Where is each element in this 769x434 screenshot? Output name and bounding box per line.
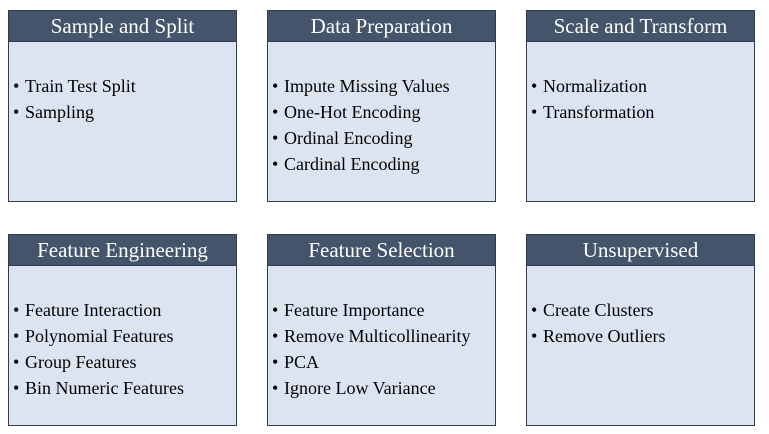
bullet-icon: • bbox=[531, 76, 538, 96]
list-item-label: Feature Interaction bbox=[25, 300, 162, 320]
bullet-icon: • bbox=[272, 128, 279, 148]
card-title: Feature Engineering bbox=[9, 235, 236, 266]
card-title: Feature Selection bbox=[268, 235, 495, 266]
list-item: •Cardinal Encoding bbox=[272, 151, 495, 177]
list-item: •Ignore Low Variance bbox=[272, 375, 495, 401]
list-item: •Feature Importance bbox=[272, 297, 495, 323]
bullet-icon: • bbox=[272, 300, 279, 320]
bullet-icon: • bbox=[272, 102, 279, 122]
list-item: •Feature Interaction bbox=[13, 297, 236, 323]
list-item: •One-Hot Encoding bbox=[272, 99, 495, 125]
list-item: •Train Test Split bbox=[13, 73, 236, 99]
list-item: •Group Features bbox=[13, 349, 236, 375]
bullet-icon: • bbox=[13, 378, 20, 398]
list-item: •Remove Multicollinearity bbox=[272, 323, 495, 349]
list-item: •Remove Outliers bbox=[531, 323, 754, 349]
list-item-label: Ordinal Encoding bbox=[284, 128, 413, 148]
list-item-label: Remove Multicollinearity bbox=[284, 326, 471, 346]
bullet-icon: • bbox=[531, 300, 538, 320]
list-item-label: One-Hot Encoding bbox=[284, 102, 421, 122]
list-item: •Impute Missing Values bbox=[272, 73, 495, 99]
list-item: •Transformation bbox=[531, 99, 754, 125]
bullet-icon: • bbox=[13, 326, 20, 346]
list-item-label: Impute Missing Values bbox=[284, 76, 450, 96]
list-item: •Bin Numeric Features bbox=[13, 375, 236, 401]
bullet-icon: • bbox=[531, 326, 538, 346]
bullet-icon: • bbox=[13, 102, 20, 122]
list-item-label: Train Test Split bbox=[25, 76, 136, 96]
list-item: •PCA bbox=[272, 349, 495, 375]
card-data-preparation: Data Preparation •Impute Missing Values … bbox=[267, 10, 496, 202]
list-item-label: Remove Outliers bbox=[543, 326, 666, 346]
list-item-label: PCA bbox=[284, 352, 320, 372]
card-sample-and-split: Sample and Split •Train Test Split •Samp… bbox=[8, 10, 237, 202]
card-item-list: •Create Clusters •Remove Outliers bbox=[527, 266, 754, 349]
list-item-label: Ignore Low Variance bbox=[284, 378, 436, 398]
list-item: •Sampling bbox=[13, 99, 236, 125]
bullet-icon: • bbox=[13, 352, 20, 372]
card-item-list: •Impute Missing Values •One-Hot Encoding… bbox=[268, 42, 495, 177]
bullet-icon: • bbox=[13, 300, 20, 320]
card-title: Unsupervised bbox=[527, 235, 754, 266]
list-item: •Create Clusters bbox=[531, 297, 754, 323]
list-item-label: Normalization bbox=[543, 76, 647, 96]
list-item-label: Create Clusters bbox=[543, 300, 654, 320]
list-item-label: Bin Numeric Features bbox=[25, 378, 184, 398]
bullet-icon: • bbox=[272, 76, 279, 96]
card-title: Data Preparation bbox=[268, 11, 495, 42]
card-title: Scale and Transform bbox=[527, 11, 754, 42]
bullet-icon: • bbox=[272, 326, 279, 346]
card-title: Sample and Split bbox=[9, 11, 236, 42]
list-item-label: Feature Importance bbox=[284, 300, 425, 320]
card-scale-and-transform: Scale and Transform •Normalization •Tran… bbox=[526, 10, 755, 202]
list-item-label: Polynomial Features bbox=[25, 326, 174, 346]
card-feature-engineering: Feature Engineering •Feature Interaction… bbox=[8, 234, 237, 426]
card-feature-selection: Feature Selection •Feature Importance •R… bbox=[267, 234, 496, 426]
card-unsupervised: Unsupervised •Create Clusters •Remove Ou… bbox=[526, 234, 755, 426]
list-item-label: Sampling bbox=[25, 102, 95, 122]
list-item: •Ordinal Encoding bbox=[272, 125, 495, 151]
bullet-icon: • bbox=[272, 154, 279, 174]
list-item-label: Cardinal Encoding bbox=[284, 154, 420, 174]
card-item-list: •Normalization •Transformation bbox=[527, 42, 754, 125]
list-item-label: Group Features bbox=[25, 352, 137, 372]
bullet-icon: • bbox=[272, 378, 279, 398]
list-item: •Polynomial Features bbox=[13, 323, 236, 349]
bullet-icon: • bbox=[531, 102, 538, 122]
card-item-list: •Feature Interaction •Polynomial Feature… bbox=[9, 266, 236, 401]
list-item: •Normalization bbox=[531, 73, 754, 99]
bullet-icon: • bbox=[272, 352, 279, 372]
card-item-list: •Feature Importance •Remove Multicolline… bbox=[268, 266, 495, 401]
list-item-label: Transformation bbox=[543, 102, 655, 122]
card-item-list: •Train Test Split •Sampling bbox=[9, 42, 236, 125]
bullet-icon: • bbox=[13, 76, 20, 96]
